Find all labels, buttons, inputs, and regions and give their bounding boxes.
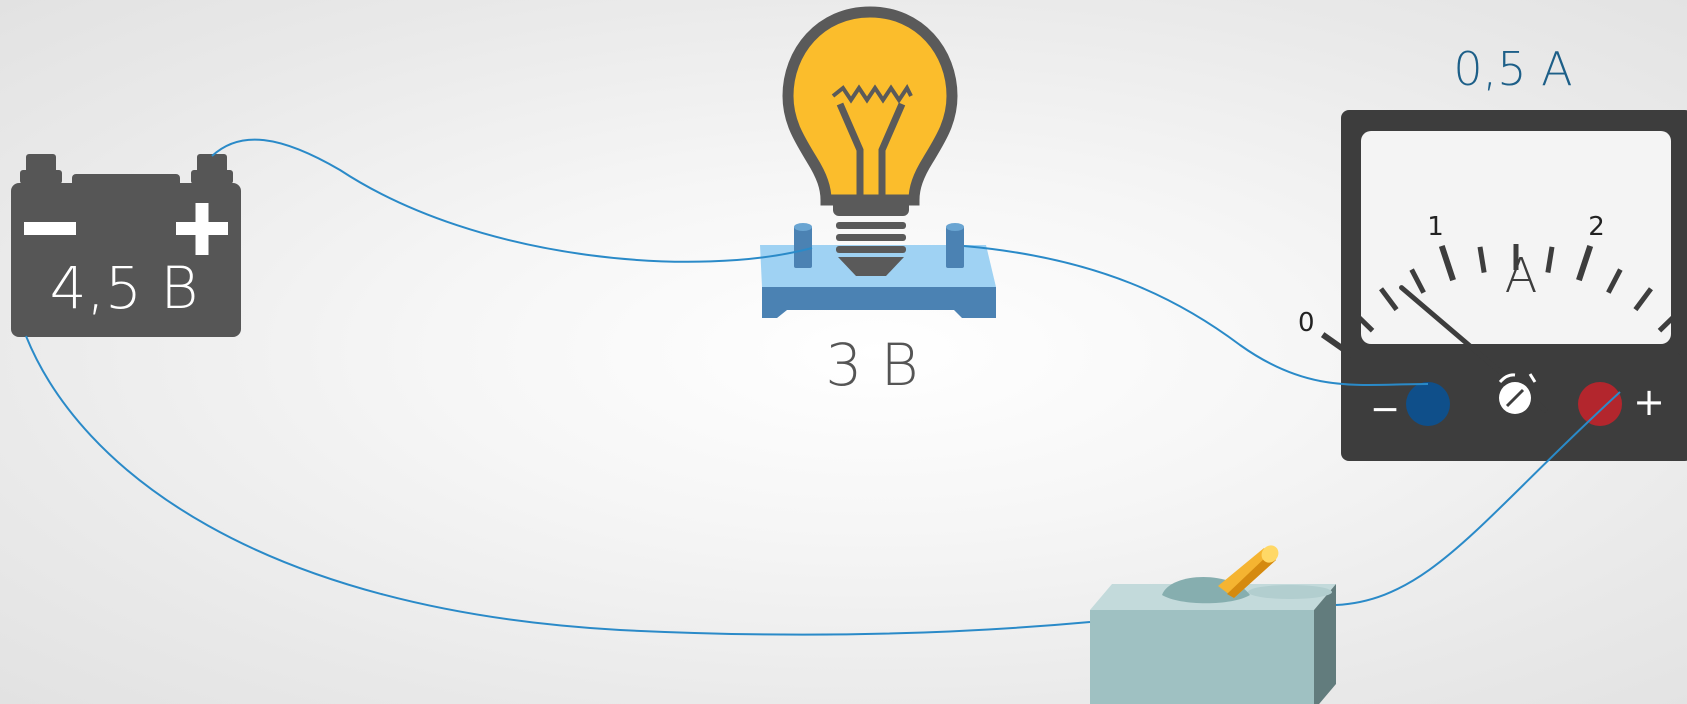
ammeter-reading-label: 0,5 А — [1453, 42, 1572, 96]
ammeter-face — [1361, 131, 1671, 344]
scale-tick — [1606, 268, 1623, 294]
scale-label: 0 — [1298, 308, 1315, 338]
wire-battery-plus-to-lamp — [211, 138, 813, 263]
switch[interactable] — [1090, 542, 1336, 704]
minus-icon — [24, 222, 76, 235]
battery-body — [11, 183, 241, 337]
scale-tick — [1352, 310, 1375, 333]
scale-tick — [1379, 287, 1399, 312]
plus-icon — [176, 203, 228, 255]
wire-switch-to-ammeter-plus — [1335, 391, 1621, 606]
ammeter-terminal-plus[interactable] — [1578, 382, 1622, 426]
scale-tick — [1438, 245, 1456, 282]
scale-tick — [1678, 346, 1687, 358]
scale-tick — [1409, 268, 1426, 294]
switch-lever-icon[interactable] — [1218, 542, 1282, 598]
scale-tick — [1320, 332, 1354, 358]
lamp-voltage-label: 3 В — [825, 331, 918, 399]
scale-tick — [1576, 245, 1594, 282]
battery: 4,5 В — [11, 154, 241, 337]
ammeter-minus-label: − — [1370, 389, 1400, 430]
ammeter-terminal-minus[interactable] — [1406, 382, 1450, 426]
lamp: 3 В — [760, 6, 996, 399]
scale-tick — [1545, 246, 1555, 273]
zero-adjust-icon[interactable] — [1498, 373, 1537, 414]
wires — [25, 138, 1621, 636]
ammeter-unit-label: А — [1505, 248, 1538, 304]
scale-tick — [1657, 310, 1680, 333]
ammeter-scale: 0123 — [1298, 212, 1687, 358]
lightbulb-icon — [782, 6, 958, 276]
scale-tick — [1633, 287, 1653, 312]
scale-label: 2 — [1588, 212, 1605, 242]
wire-lamp-to-ammeter — [963, 245, 1429, 386]
ammeter-plus-label: + — [1633, 380, 1665, 424]
wire-battery-minus-to-switch — [25, 335, 1091, 636]
switch-body — [1090, 610, 1314, 704]
scale-label: 1 — [1427, 212, 1444, 242]
ammeter: 0,5 А 0123 А − + — [1298, 42, 1687, 461]
scale-tick — [1477, 246, 1487, 273]
battery-voltage-label: 4,5 В — [50, 254, 199, 322]
